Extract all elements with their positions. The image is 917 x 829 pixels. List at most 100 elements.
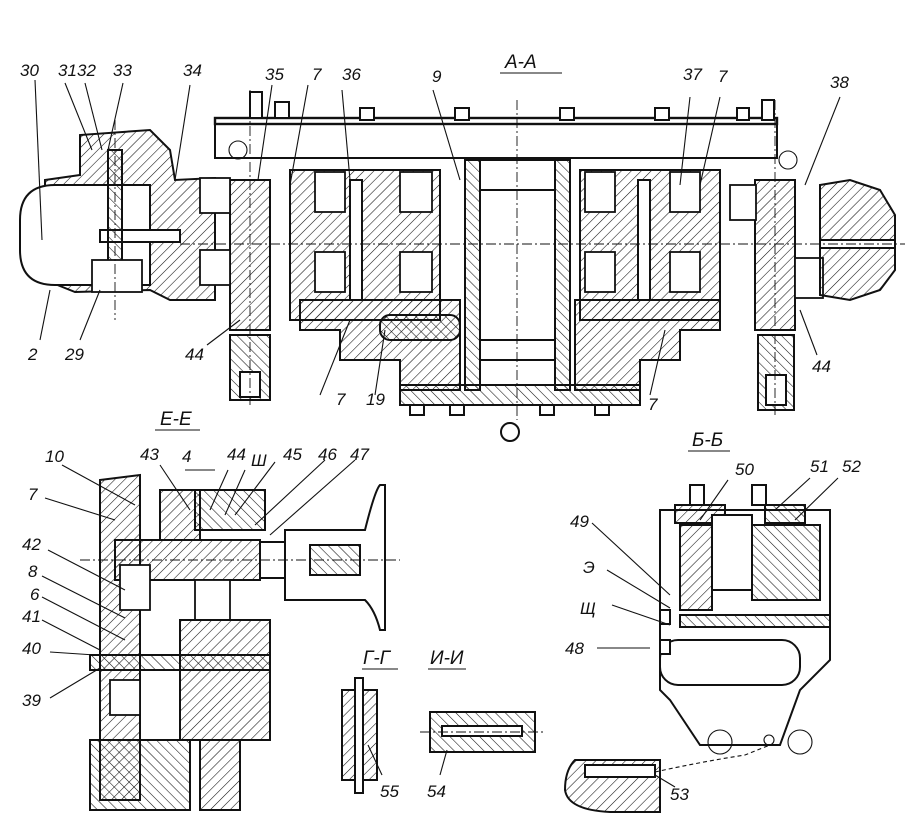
label-37: 37 (683, 65, 702, 84)
bearing-e-bottom-left (109, 679, 141, 716)
label-7: 7 (336, 390, 346, 409)
housing-hole-right (778, 150, 798, 170)
gear-19 (379, 314, 461, 341)
label-40: 40 (22, 639, 41, 658)
label-7: 7 (648, 395, 658, 414)
section-e-e: Е-Е (22, 409, 400, 811)
label-7: 7 (28, 485, 38, 504)
label-33: 33 (113, 61, 132, 80)
label-32: 32 (77, 61, 96, 80)
section-g-g: Г-Г 55 (341, 648, 399, 801)
b-pin-hole (763, 734, 775, 746)
bearing-36-bottom-right (399, 251, 433, 293)
label-30: 30 (20, 61, 39, 80)
bearing-36-top-left (314, 171, 346, 213)
label-47: 47 (350, 445, 369, 464)
bearing-right-top (729, 184, 757, 221)
housing-top-edge (213, 116, 779, 126)
bearing-37-bottom-left (584, 251, 616, 293)
bearing-42 (119, 564, 151, 611)
label-10: 10 (45, 447, 64, 466)
shaft-36 (349, 179, 363, 301)
bearing-left-top (199, 177, 231, 214)
b-top-right-block-51 (764, 504, 806, 524)
bearing-left-bottom (199, 249, 231, 286)
label-44: 44 (812, 357, 831, 376)
leader-lines-e-e (41, 459, 356, 699)
bottom-plate (399, 384, 641, 406)
section-title-a-a: А-А (504, 52, 537, 73)
label-51: 51 (810, 457, 829, 476)
detail-53-reference-line (654, 744, 771, 773)
label-49: 49 (570, 512, 589, 531)
shaft-38-socket (765, 374, 787, 406)
drum-top-cap (479, 159, 556, 191)
bearing-37-bottom-right (669, 251, 701, 293)
label-39: 39 (22, 691, 41, 710)
label-38: 38 (830, 73, 849, 92)
section-a-a: А-А (19, 52, 905, 442)
shaft-37 (637, 179, 651, 301)
drum-bottom-cap (479, 339, 556, 361)
label-8: 8 (28, 562, 38, 581)
bearing-29 (91, 259, 143, 293)
bearing-37-top-left (584, 171, 616, 213)
label-52: 52 (842, 457, 861, 476)
label-shch: Щ (580, 599, 596, 618)
lower-housing-left (299, 299, 461, 391)
label-29: 29 (64, 345, 84, 364)
detail-53-pin (584, 764, 656, 778)
label-35: 35 (265, 65, 284, 84)
label-2: 2 (27, 345, 38, 364)
label-48: 48 (565, 639, 584, 658)
section-b-b: Б-Б (563, 430, 861, 813)
label-9: 9 (432, 67, 442, 86)
label-6: 6 (30, 585, 40, 604)
label-44: 44 (185, 345, 204, 364)
part-labels-a-a: 30 31 32 33 34 35 7 36 9 37 7 38 2 29 44… (20, 61, 849, 414)
b-inner-cylinder (711, 514, 753, 591)
b-wall-right (751, 524, 821, 601)
label-31: 31 (58, 61, 77, 80)
bearing-e-lower (194, 579, 231, 621)
label-45: 45 (283, 445, 302, 464)
label-4: 4 (182, 447, 191, 466)
label-46: 46 (318, 445, 337, 464)
b-mount-hole-right (787, 729, 813, 755)
e-base-left (89, 739, 191, 811)
section-title-i-i: И-И (430, 648, 464, 669)
label-43: 43 (140, 445, 159, 464)
section-title-e-e: Е-Е (160, 409, 192, 430)
b-mount-hole-left (707, 729, 733, 755)
label-50: 50 (735, 460, 754, 479)
e-main-shaft (114, 539, 261, 581)
g-bolt-55 (354, 677, 364, 794)
part-labels-b-b: 50 51 52 49 Э Щ 48 53 (565, 457, 861, 804)
leader-lines-a-a (34, 79, 841, 396)
e-lower-housing (179, 619, 271, 741)
leader-line-55 (367, 744, 383, 776)
label-44: 44 (227, 445, 246, 464)
label-53: 53 (670, 785, 689, 804)
i-pin-54 (441, 725, 523, 737)
bearing-right-bottom (794, 257, 824, 299)
label-42: 42 (22, 535, 41, 554)
label-54: 54 (427, 782, 446, 801)
bearing-37-top-right (669, 171, 701, 213)
label-7: 7 (718, 67, 728, 86)
b-cavity (659, 639, 801, 686)
leader-lines-b-b (591, 477, 839, 788)
bearing-36-bottom-left (314, 251, 346, 293)
e-base-right (199, 739, 241, 811)
label-41: 41 (22, 607, 41, 626)
label-34: 34 (183, 61, 202, 80)
section-title-b-b: Б-Б (692, 430, 723, 451)
housing-hole-left (228, 140, 248, 160)
e-clutch-43-47 (194, 489, 266, 531)
label-36: 36 (342, 65, 361, 84)
b-shaft (679, 614, 831, 628)
label-55: 55 (380, 782, 399, 801)
label-sh: Ш (251, 451, 267, 470)
bottom-bolts (409, 404, 610, 442)
label-19: 19 (366, 390, 385, 409)
